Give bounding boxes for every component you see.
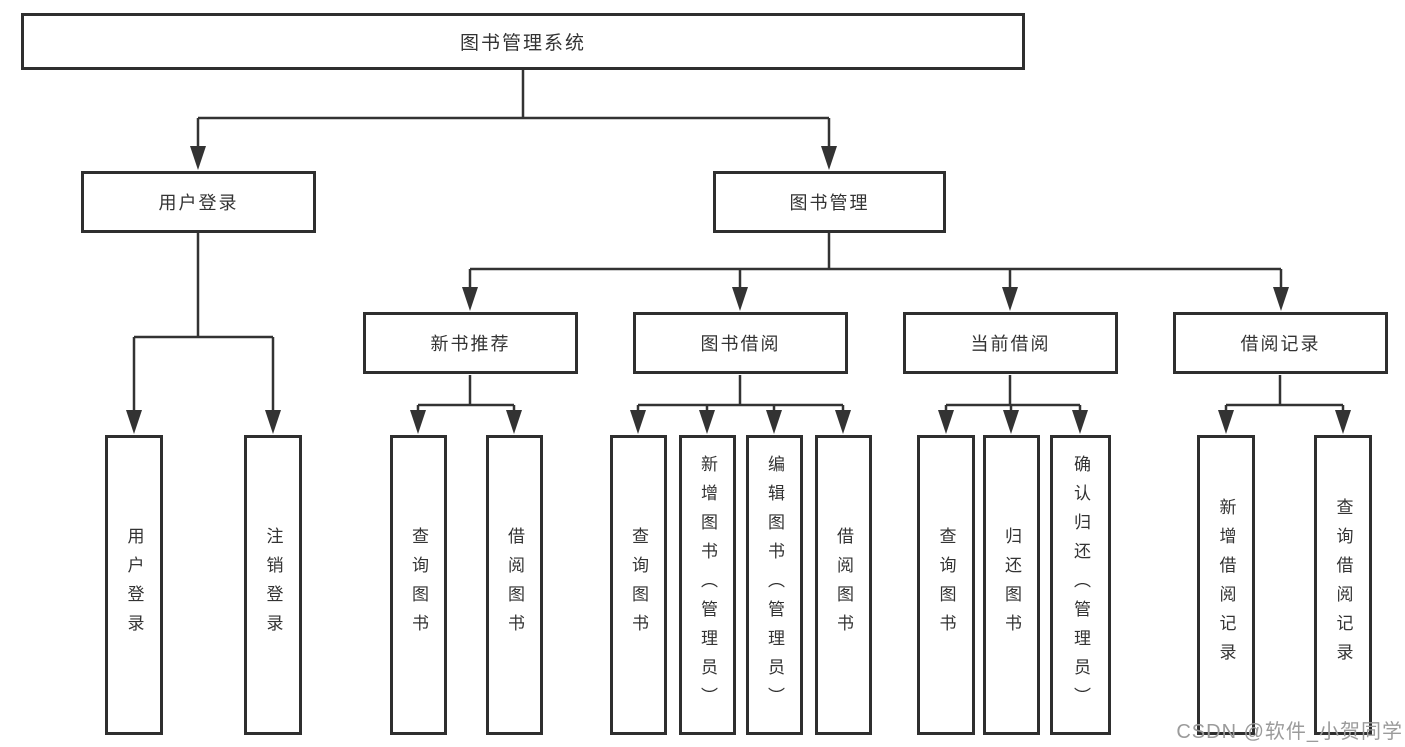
- leaf-bb-edit-books-admin: 编辑图书（管理员）: [746, 435, 803, 735]
- leaf-bb-query-books: 查询图书: [610, 435, 667, 735]
- leaf-bb-add-books-admin-label: 新增图书（管理员）: [698, 454, 717, 716]
- edge-book-borrow-to-leaves: [630, 375, 851, 434]
- leaf-bb-add-books-admin: 新增图书（管理员）: [679, 435, 736, 735]
- leaf-nbr-query-books-label: 查询图书: [409, 527, 428, 643]
- arrowhead: [938, 410, 954, 434]
- node-user-login: 用户登录: [81, 171, 316, 233]
- node-borrow-records: 借阅记录: [1173, 312, 1388, 374]
- leaf-user-login: 用户登录: [105, 435, 163, 735]
- arrowhead: [732, 287, 748, 311]
- arrowhead: [1335, 410, 1351, 434]
- leaf-cb-return-books: 归还图书: [983, 435, 1040, 735]
- edge-root-to-level2: [190, 70, 837, 170]
- node-root: 图书管理系统: [21, 13, 1025, 70]
- leaf-br-query-record-label: 查询借阅记录: [1333, 498, 1353, 672]
- arrowhead: [1072, 410, 1088, 434]
- leaf-bb-borrow-books-label: 借阅图书: [834, 527, 853, 643]
- node-current-borrow: 当前借阅: [903, 312, 1118, 374]
- leaf-cb-return-books-label: 归还图书: [1002, 527, 1021, 643]
- node-root-label: 图书管理系统: [459, 33, 586, 54]
- node-book-borrow: 图书借阅: [633, 312, 848, 374]
- leaf-nbr-borrow-books-label: 借阅图书: [505, 527, 524, 643]
- arrowhead: [766, 410, 782, 434]
- node-book-management-label: 图书管理: [789, 193, 870, 213]
- arrowhead: [699, 410, 715, 434]
- arrowhead: [126, 410, 142, 434]
- node-current-borrow-label: 当前借阅: [970, 334, 1051, 354]
- leaf-br-query-record: 查询借阅记录: [1314, 435, 1372, 735]
- leaf-br-add-record: 新增借阅记录: [1197, 435, 1255, 735]
- leaf-logout-label: 注销登录: [263, 527, 283, 643]
- arrowhead: [265, 410, 281, 434]
- leaf-logout: 注销登录: [244, 435, 302, 735]
- arrowhead: [462, 287, 478, 311]
- leaf-nbr-query-books: 查询图书: [390, 435, 447, 735]
- node-user-login-label: 用户登录: [158, 193, 239, 213]
- arrowhead: [410, 410, 426, 434]
- node-book-management: 图书管理: [713, 171, 946, 233]
- node-borrow-records-label: 借阅记录: [1240, 334, 1321, 354]
- leaf-cb-confirm-return-admin-label: 确认归还（管理员）: [1071, 454, 1090, 716]
- leaf-bb-borrow-books: 借阅图书: [815, 435, 872, 735]
- edge-new-book-recommend-to-leaves: [410, 375, 522, 434]
- arrowhead: [190, 146, 206, 170]
- leaf-nbr-borrow-books: 借阅图书: [486, 435, 543, 735]
- leaf-cb-query-books-label: 查询图书: [936, 527, 956, 643]
- edge-book-management-to-level3: [462, 233, 1289, 311]
- arrowhead: [506, 410, 522, 434]
- csdn-watermark: CSDN @软件_小贺同学: [1176, 721, 1403, 743]
- edge-borrow-records-to-leaves: [1218, 375, 1351, 434]
- arrowhead: [1003, 410, 1019, 434]
- leaf-user-login-label: 用户登录: [124, 527, 144, 643]
- arrowhead: [821, 146, 837, 170]
- node-new-book-recommend: 新书推荐: [363, 312, 578, 374]
- leaf-br-add-record-label: 新增借阅记录: [1216, 498, 1236, 672]
- leaf-bb-edit-books-admin-label: 编辑图书（管理员）: [765, 454, 784, 716]
- node-book-borrow-label: 图书借阅: [700, 334, 781, 354]
- node-new-book-recommend-label: 新书推荐: [430, 334, 511, 354]
- leaf-bb-query-books-label: 查询图书: [629, 527, 648, 643]
- arrowhead: [1218, 410, 1234, 434]
- leaf-cb-query-books: 查询图书: [917, 435, 975, 735]
- edge-current-borrow-to-leaves: [938, 375, 1088, 434]
- arrowhead: [630, 410, 646, 434]
- edge-user-login-to-leaves: [126, 233, 281, 434]
- arrowhead: [1273, 287, 1289, 311]
- arrowhead: [1002, 287, 1018, 311]
- arrowhead: [835, 410, 851, 434]
- leaf-cb-confirm-return-admin: 确认归还（管理员）: [1050, 435, 1111, 735]
